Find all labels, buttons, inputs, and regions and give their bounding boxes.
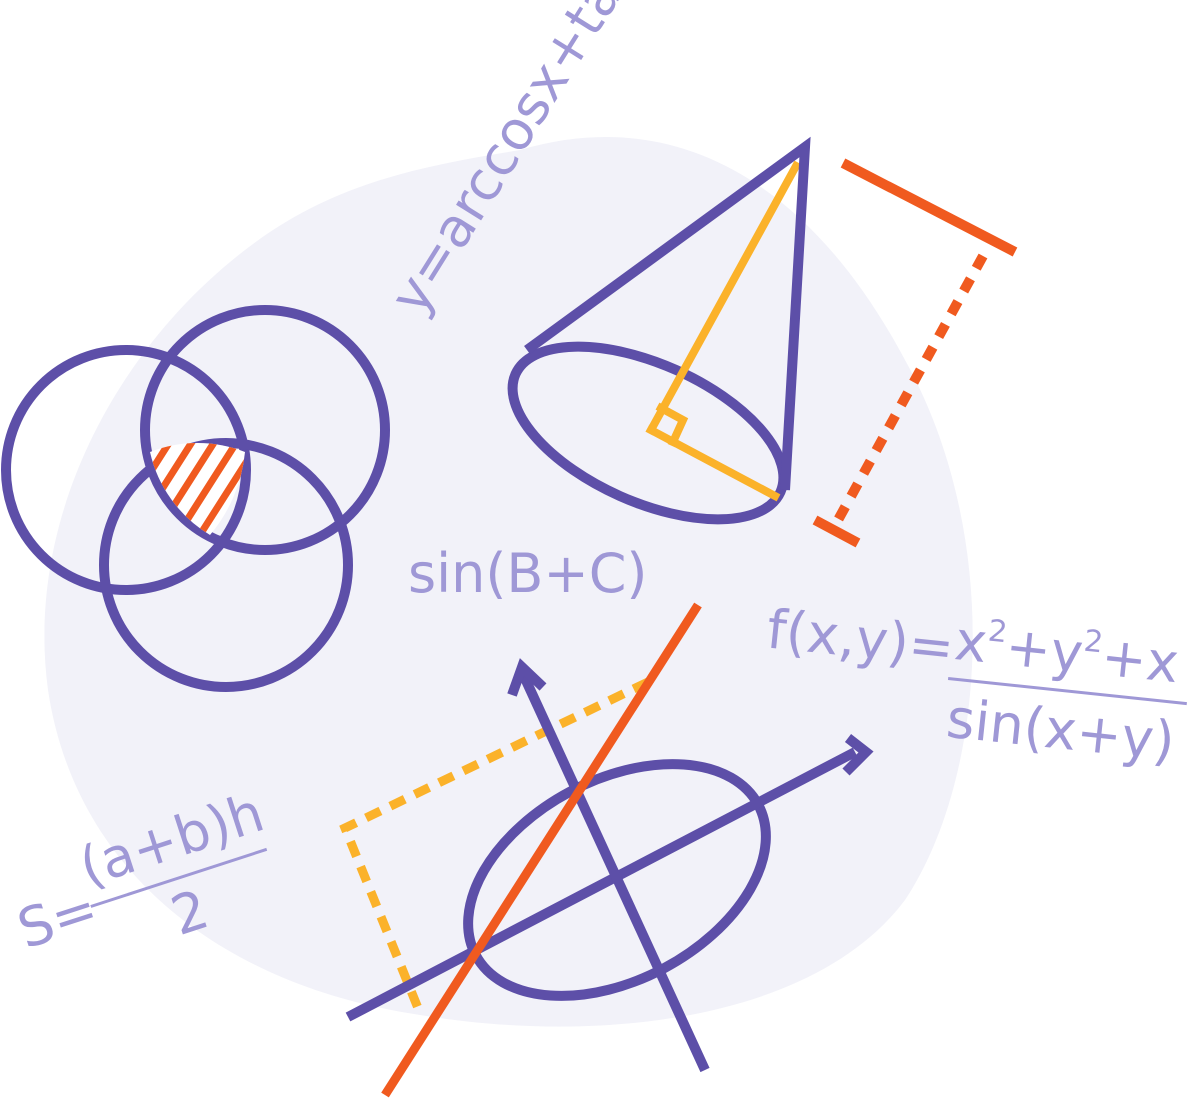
formula-f-numerator: x2+y2+x [952,609,1182,695]
formula-f-num-x: x [952,609,990,675]
formula-sin-b-c: sin(B+C) [408,542,648,605]
cone-measure [812,158,1018,548]
formula-f-num-tail: +x [1098,625,1181,696]
venn-circle-right [140,305,390,555]
formula-f-num-plus-y: +y [1003,615,1086,686]
background-blob [44,137,973,1027]
arrow-head-right [842,734,874,776]
venn-diagram [1,305,390,692]
formula-f-num-sup1: 2 [986,614,1009,651]
venn-circle-bottom [99,438,353,692]
formula-f-xy: f(x,y)= x2+y2+x sin(x+y) [764,597,1187,773]
axis-steep [518,671,710,1073]
cone-height-marks [645,160,802,502]
coordinate-ellipse [339,602,874,1098]
cone-sides [524,136,811,491]
arrow-head-up [507,658,547,697]
axis-long [345,747,858,1022]
formula-f-num-sup2: 2 [1082,624,1105,661]
orange-secant [381,602,702,1098]
formula-s-fraction-bar [90,847,268,908]
cone [507,136,811,525]
formula-f-fraction-bar [947,677,1187,706]
cone-base [507,341,789,525]
venn-circle-left [1,345,251,595]
